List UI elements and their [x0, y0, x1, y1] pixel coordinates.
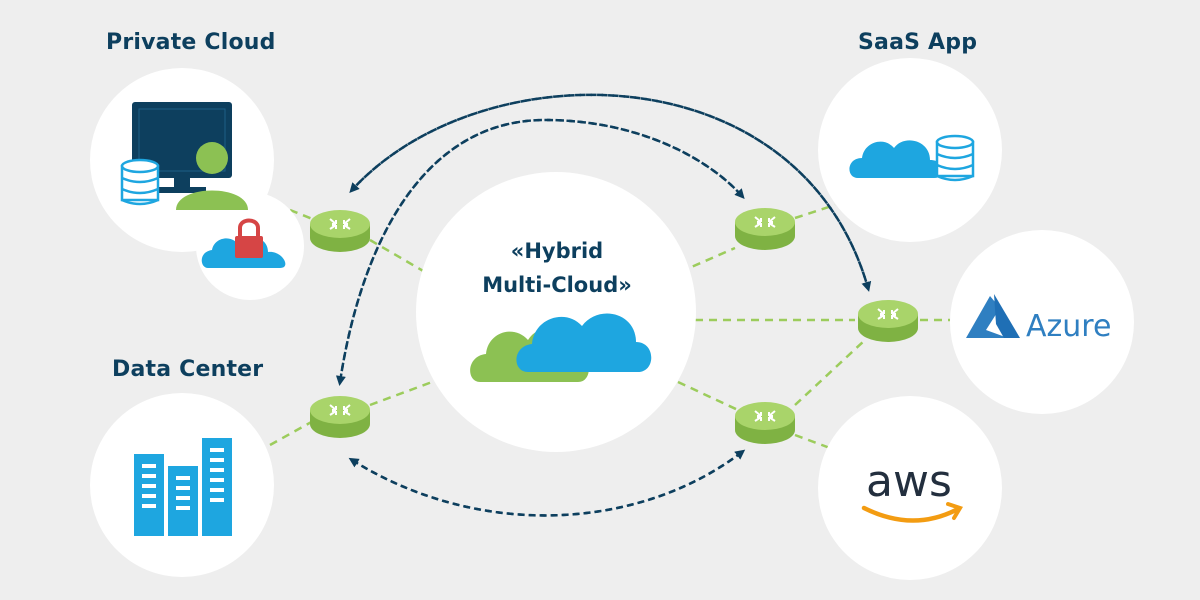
center-node [416, 172, 696, 452]
data-flow-arrows [335, 93, 872, 517]
router-icon [734, 207, 796, 251]
router-icon [309, 209, 371, 253]
user-icon [176, 142, 248, 210]
router-icon [857, 299, 919, 343]
router-icon [309, 395, 371, 439]
database-icon [935, 134, 975, 182]
aws-node [818, 396, 1002, 580]
router-icon [734, 401, 796, 445]
cloud-icon [849, 140, 944, 178]
saas-app-label: SaaS App [858, 30, 978, 55]
azure-logo: Azure [966, 294, 1111, 344]
lock-icon [235, 218, 263, 258]
center-title-line2: Multi-Cloud» [482, 273, 632, 297]
azure-label: Azure [1026, 309, 1111, 344]
center-title-line1: «Hybrid [510, 239, 604, 263]
data-center-label: Data Center [112, 357, 264, 382]
double-cloud-icon [470, 313, 652, 382]
buildings-icon [134, 438, 232, 536]
database-icon [120, 158, 160, 206]
private-cloud-label: Private Cloud [106, 30, 276, 55]
aws-logo: aws [861, 456, 963, 523]
aws-label: aws [866, 456, 952, 507]
azure-node [950, 230, 1134, 414]
